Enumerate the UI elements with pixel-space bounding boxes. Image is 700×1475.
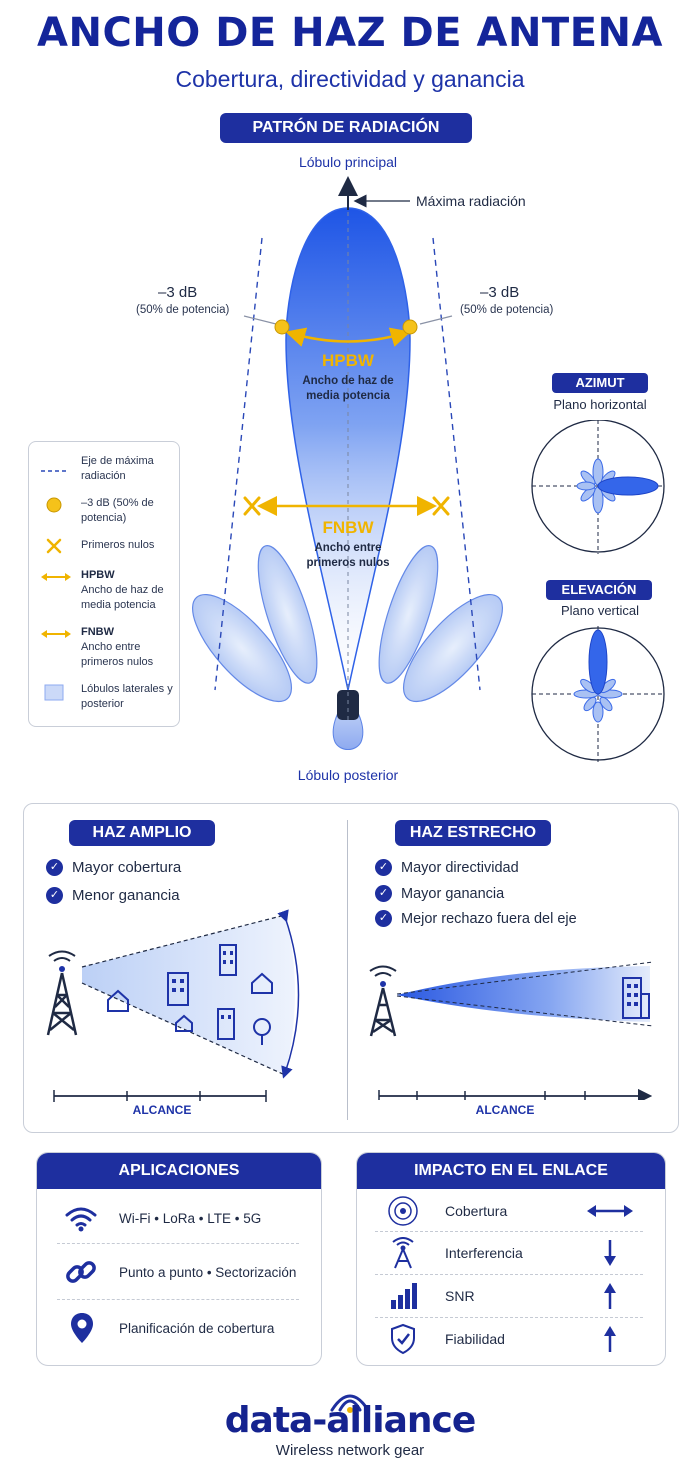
narrow-beam-illustration xyxy=(369,961,654,1100)
wide-range-label: ALCANCE xyxy=(132,1103,192,1117)
signal-bars-icon xyxy=(391,1283,417,1309)
wide-point-1: ✓Mayor cobertura xyxy=(46,859,181,876)
applications-card: APLICACIONES Wi-Fi • LoRa • LTE • 5G Pun… xyxy=(36,1152,322,1366)
hpbw-desc-2: media potencia xyxy=(306,390,390,402)
check-icon: ✓ xyxy=(46,859,63,876)
page-title: ANCHO DE HAZ DE ANTENA xyxy=(37,10,663,56)
arrow-up-icon xyxy=(604,1326,616,1352)
check-icon: ✓ xyxy=(375,859,392,876)
impact-row-snr: SNR xyxy=(357,1280,665,1312)
shield-check-icon xyxy=(391,1323,415,1355)
app-row-point-to-point: Punto a punto • Sectorización xyxy=(37,1255,296,1289)
check-icon: ✓ xyxy=(375,885,392,902)
side-lobes xyxy=(191,545,504,703)
back-lobe-label: Lóbulo posterior xyxy=(297,767,399,783)
fnbw-desc-1: Ancho entre xyxy=(314,542,382,554)
location-pin-icon xyxy=(71,1313,93,1343)
app-row-wireless: Wi-Fi • LoRa • LTE • 5G xyxy=(37,1201,261,1235)
dashed-line-icon xyxy=(41,460,67,478)
arrow-up-icon xyxy=(604,1283,616,1309)
hpbw-desc-1: Ancho de haz de xyxy=(302,375,394,387)
gold-dot-icon xyxy=(41,497,67,518)
narrow-point-3: ✓Mejor rechazo fuera del eje xyxy=(375,910,577,927)
first-null-left-mark xyxy=(243,496,261,516)
first-null-right-mark xyxy=(432,496,450,516)
elevation-polar-plot xyxy=(531,626,665,762)
check-icon: ✓ xyxy=(375,910,392,927)
blue-square-icon xyxy=(41,684,67,707)
cell-tower-icon xyxy=(46,950,78,1036)
building-icon xyxy=(622,977,650,1019)
brand-name: data-alliance xyxy=(224,1400,477,1441)
impact-header: IMPACTO EN EL ENLACE xyxy=(357,1153,665,1189)
check-icon: ✓ xyxy=(46,887,63,904)
hpbw-label: HPBW xyxy=(322,351,374,370)
coverage-icon xyxy=(388,1196,418,1226)
wifi-icon xyxy=(65,1207,97,1232)
minus3db-right-dot xyxy=(402,319,418,335)
brand-tagline: Wireless network gear xyxy=(275,1442,425,1459)
link-icon xyxy=(66,1261,96,1283)
narrow-point-1: ✓Mayor directividad xyxy=(375,859,519,876)
arrow-down-icon xyxy=(604,1240,616,1266)
azimuth-caption: Plano horizontal xyxy=(553,397,647,412)
wide-beam-badge: HAZ AMPLIO xyxy=(69,820,215,846)
impact-row-interference: Interferencia xyxy=(357,1237,665,1269)
wide-beam-illustration xyxy=(46,909,300,1102)
applications-header: APLICACIONES xyxy=(37,1153,321,1189)
fnbw-label: FNBW xyxy=(322,518,374,537)
cell-tower-icon xyxy=(369,965,397,1037)
power-right-label: (50% de potencia) xyxy=(460,304,554,316)
radiation-pattern-diagram xyxy=(191,176,504,750)
minus3db-left-dot xyxy=(274,319,290,335)
power-left-label: (50% de potencia) xyxy=(136,304,230,316)
fnbw-desc-2: primeros nulos xyxy=(306,557,390,569)
wide-point-2: ✓Menor ganancia xyxy=(46,887,180,904)
legend: Eje de máxima radiación –3 dB (50% de po… xyxy=(28,441,180,727)
gold-arrow-icon xyxy=(41,627,71,645)
impact-row-coverage: Cobertura xyxy=(357,1195,665,1227)
narrow-beam-badge: HAZ ESTRECHO xyxy=(395,820,551,846)
panel-divider xyxy=(347,820,348,1120)
gold-arrow-icon xyxy=(41,570,71,588)
azimuth-badge: AZIMUT xyxy=(552,373,648,393)
gold-x-icon xyxy=(41,538,67,559)
impact-row-reliability: Fiabilidad xyxy=(357,1323,665,1355)
main-lobe-label: Lóbulo principal xyxy=(298,154,398,170)
azimuth-polar-plot xyxy=(531,420,665,554)
section-badge-radiation-pattern: PATRÓN DE RADIACIÓN xyxy=(220,113,472,143)
building-icons xyxy=(107,944,273,1045)
brand-logo-arcs xyxy=(330,1394,370,1413)
antenna-body xyxy=(337,690,359,720)
page-subtitle: Cobertura, directividad y ganancia xyxy=(175,66,525,92)
narrow-point-2: ✓Mayor ganancia xyxy=(375,885,504,902)
minus3db-left-label: –3 dB xyxy=(158,284,198,301)
double-arrow-icon xyxy=(587,1205,633,1217)
narrow-range-label: ALCANCE xyxy=(475,1103,535,1117)
app-row-planning: Planificación de cobertura xyxy=(37,1311,274,1345)
minus3db-right-label: –3 dB xyxy=(480,284,520,301)
elevation-badge: ELEVACIÓN xyxy=(546,580,652,600)
impact-card: IMPACTO EN EL ENLACE Cobertura Interfere… xyxy=(356,1152,666,1366)
elevation-caption: Plano vertical xyxy=(560,603,640,618)
tower-icon xyxy=(392,1237,414,1269)
max-radiation-label: Máxima radiación xyxy=(416,193,526,209)
